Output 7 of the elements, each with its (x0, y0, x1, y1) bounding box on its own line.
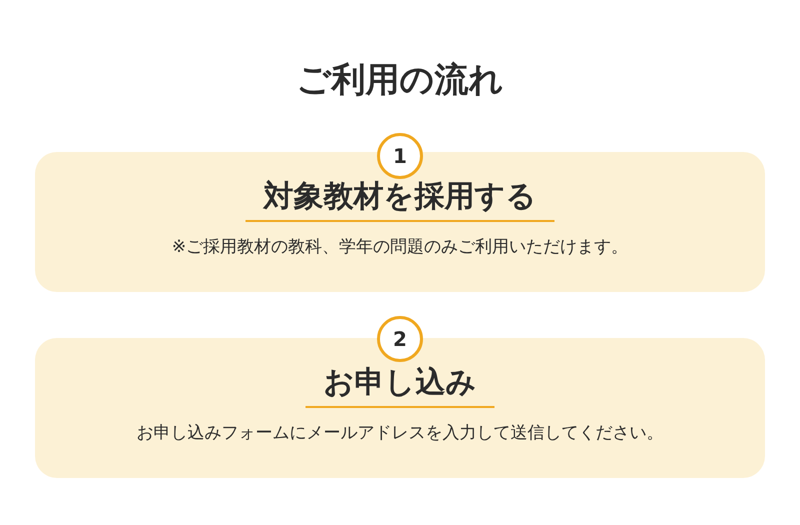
page-title: ご利用の流れ (296, 59, 504, 102)
step-heading: お申し込み (306, 362, 494, 408)
step-number: 2 (377, 316, 423, 362)
step-description: お申し込みフォームにメールアドレスを入力して送信してください。 (136, 422, 664, 445)
step-number: 1 (377, 133, 423, 179)
step-description: ※ご採用教材の教科、学年の問題のみご利用いただけます。 (172, 236, 628, 259)
step-heading: 対象教材を採用する (246, 176, 554, 222)
